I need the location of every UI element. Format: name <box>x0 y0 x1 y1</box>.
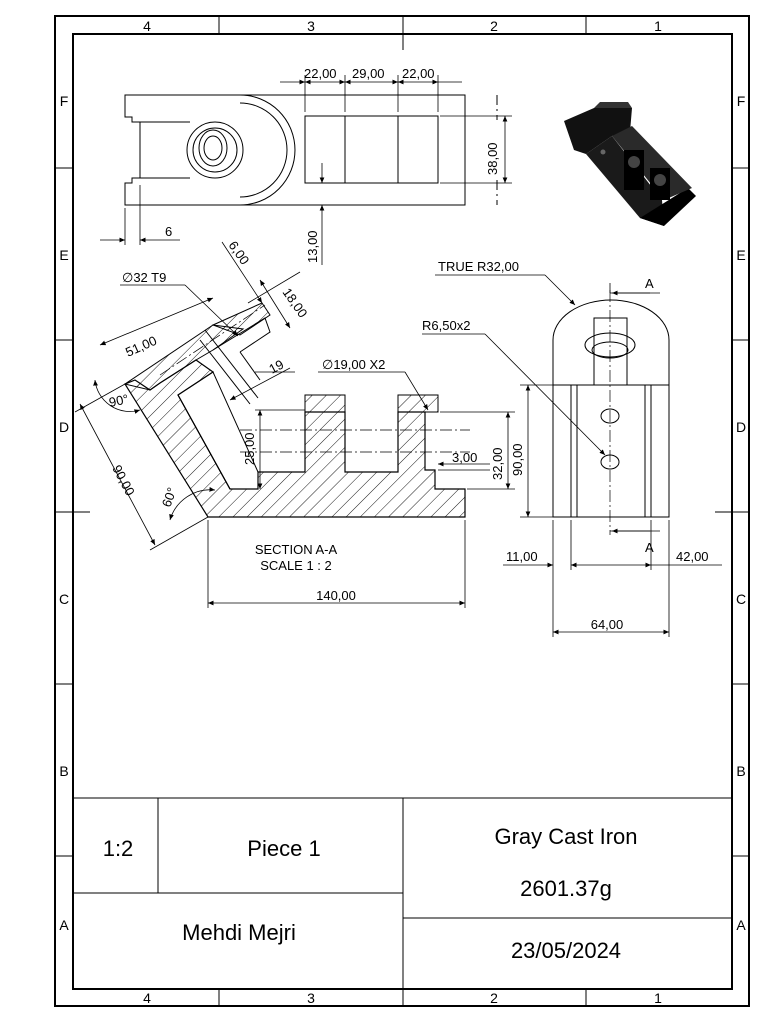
title-block-scale: 1:2 <box>103 836 134 861</box>
dim-90-vertical: 90,00 <box>510 443 525 476</box>
col-label-1-top: 1 <box>654 18 662 34</box>
title-block-material: Gray Cast Iron <box>494 824 637 849</box>
section-mark-a-bottom: A <box>645 540 654 555</box>
dim-42: 42,00 <box>676 549 709 564</box>
dim-29: 29,00 <box>352 66 385 81</box>
top-view-dim-text: 22,00 29,00 22,00 38,00 13,00 6 <box>165 66 500 263</box>
title-block-part-name: Piece 1 <box>247 836 320 861</box>
row-label-f-left: F <box>60 93 69 109</box>
row-label-b-left: B <box>59 763 68 779</box>
side-view-dimensions <box>422 274 722 637</box>
dim-3: 3,00 <box>452 450 477 465</box>
dim-6: 6 <box>165 224 172 239</box>
dim-6-00: 6,00 <box>226 238 253 267</box>
row-label-f-right: F <box>737 93 746 109</box>
col-label-4-top: 4 <box>143 18 151 34</box>
title-block-author: Mehdi Mejri <box>182 920 296 945</box>
col-label-1-bottom: 1 <box>654 990 662 1006</box>
title-block <box>73 797 732 989</box>
top-view <box>124 94 498 206</box>
col-label-3-top: 3 <box>307 18 315 34</box>
dim-13: 13,00 <box>305 230 320 263</box>
dim-140: 140,00 <box>316 588 356 603</box>
col-label-2-top: 2 <box>490 18 498 34</box>
isometric-part-preview <box>564 102 696 226</box>
row-label-d-left: D <box>59 419 69 435</box>
title-block-mass: 2601.37g <box>520 876 612 901</box>
dim-25: 25,00 <box>242 432 257 465</box>
row-label-c-left: C <box>59 591 69 607</box>
side-view-dim-text: A A TRUE R32,00 R6,50x2 90,00 11,00 42,0… <box>422 259 709 632</box>
top-view-dimensions <box>100 75 512 265</box>
dim-22-right: 22,00 <box>402 66 435 81</box>
dim-22-left: 22,00 <box>304 66 337 81</box>
section-mark-a-top: A <box>645 276 654 291</box>
dim-r6-50: R6,50x2 <box>422 318 470 333</box>
dim-dia-32: ∅32 T9 <box>122 270 166 285</box>
section-label-scale: SCALE 1 : 2 <box>260 558 332 573</box>
dim-dia-19: ∅19,00 X2 <box>322 357 385 372</box>
section-dimensions <box>74 241 515 608</box>
row-label-e-left: E <box>59 247 68 263</box>
dim-51: 51,00 <box>123 333 159 360</box>
dim-64: 64,00 <box>591 617 624 632</box>
dim-90-diagonal: 90,00 <box>109 462 138 498</box>
dim-19: 19 <box>266 357 286 377</box>
row-label-d-right: D <box>736 419 746 435</box>
dim-38: 38,00 <box>485 142 500 175</box>
zone-labels: 4 3 2 1 4 3 2 1 F E D C B A F E D C B A <box>59 18 746 1006</box>
side-view <box>552 290 670 535</box>
dim-32: 32,00 <box>490 447 505 480</box>
dim-true-r32: TRUE R32,00 <box>438 259 519 274</box>
dim-angle-60: 60° <box>159 485 180 509</box>
dim-18-00: 18,00 <box>280 285 311 320</box>
dim-11: 11,00 <box>506 549 538 564</box>
col-label-4-bottom: 4 <box>143 990 151 1006</box>
title-block-date: 23/05/2024 <box>511 938 621 963</box>
dim-angle-90: 90° <box>108 391 130 410</box>
col-label-3-bottom: 3 <box>307 990 315 1006</box>
title-block-text: 1:2 Piece 1 Gray Cast Iron 2601.37g Mehd… <box>103 824 638 963</box>
row-label-a-right: A <box>736 917 746 933</box>
row-label-c-right: C <box>736 591 746 607</box>
section-label-title: SECTION A-A <box>255 542 338 557</box>
row-label-b-right: B <box>736 763 745 779</box>
row-label-e-right: E <box>736 247 745 263</box>
row-label-a-left: A <box>59 917 69 933</box>
col-label-2-bottom: 2 <box>490 990 498 1006</box>
section-view <box>123 302 470 518</box>
